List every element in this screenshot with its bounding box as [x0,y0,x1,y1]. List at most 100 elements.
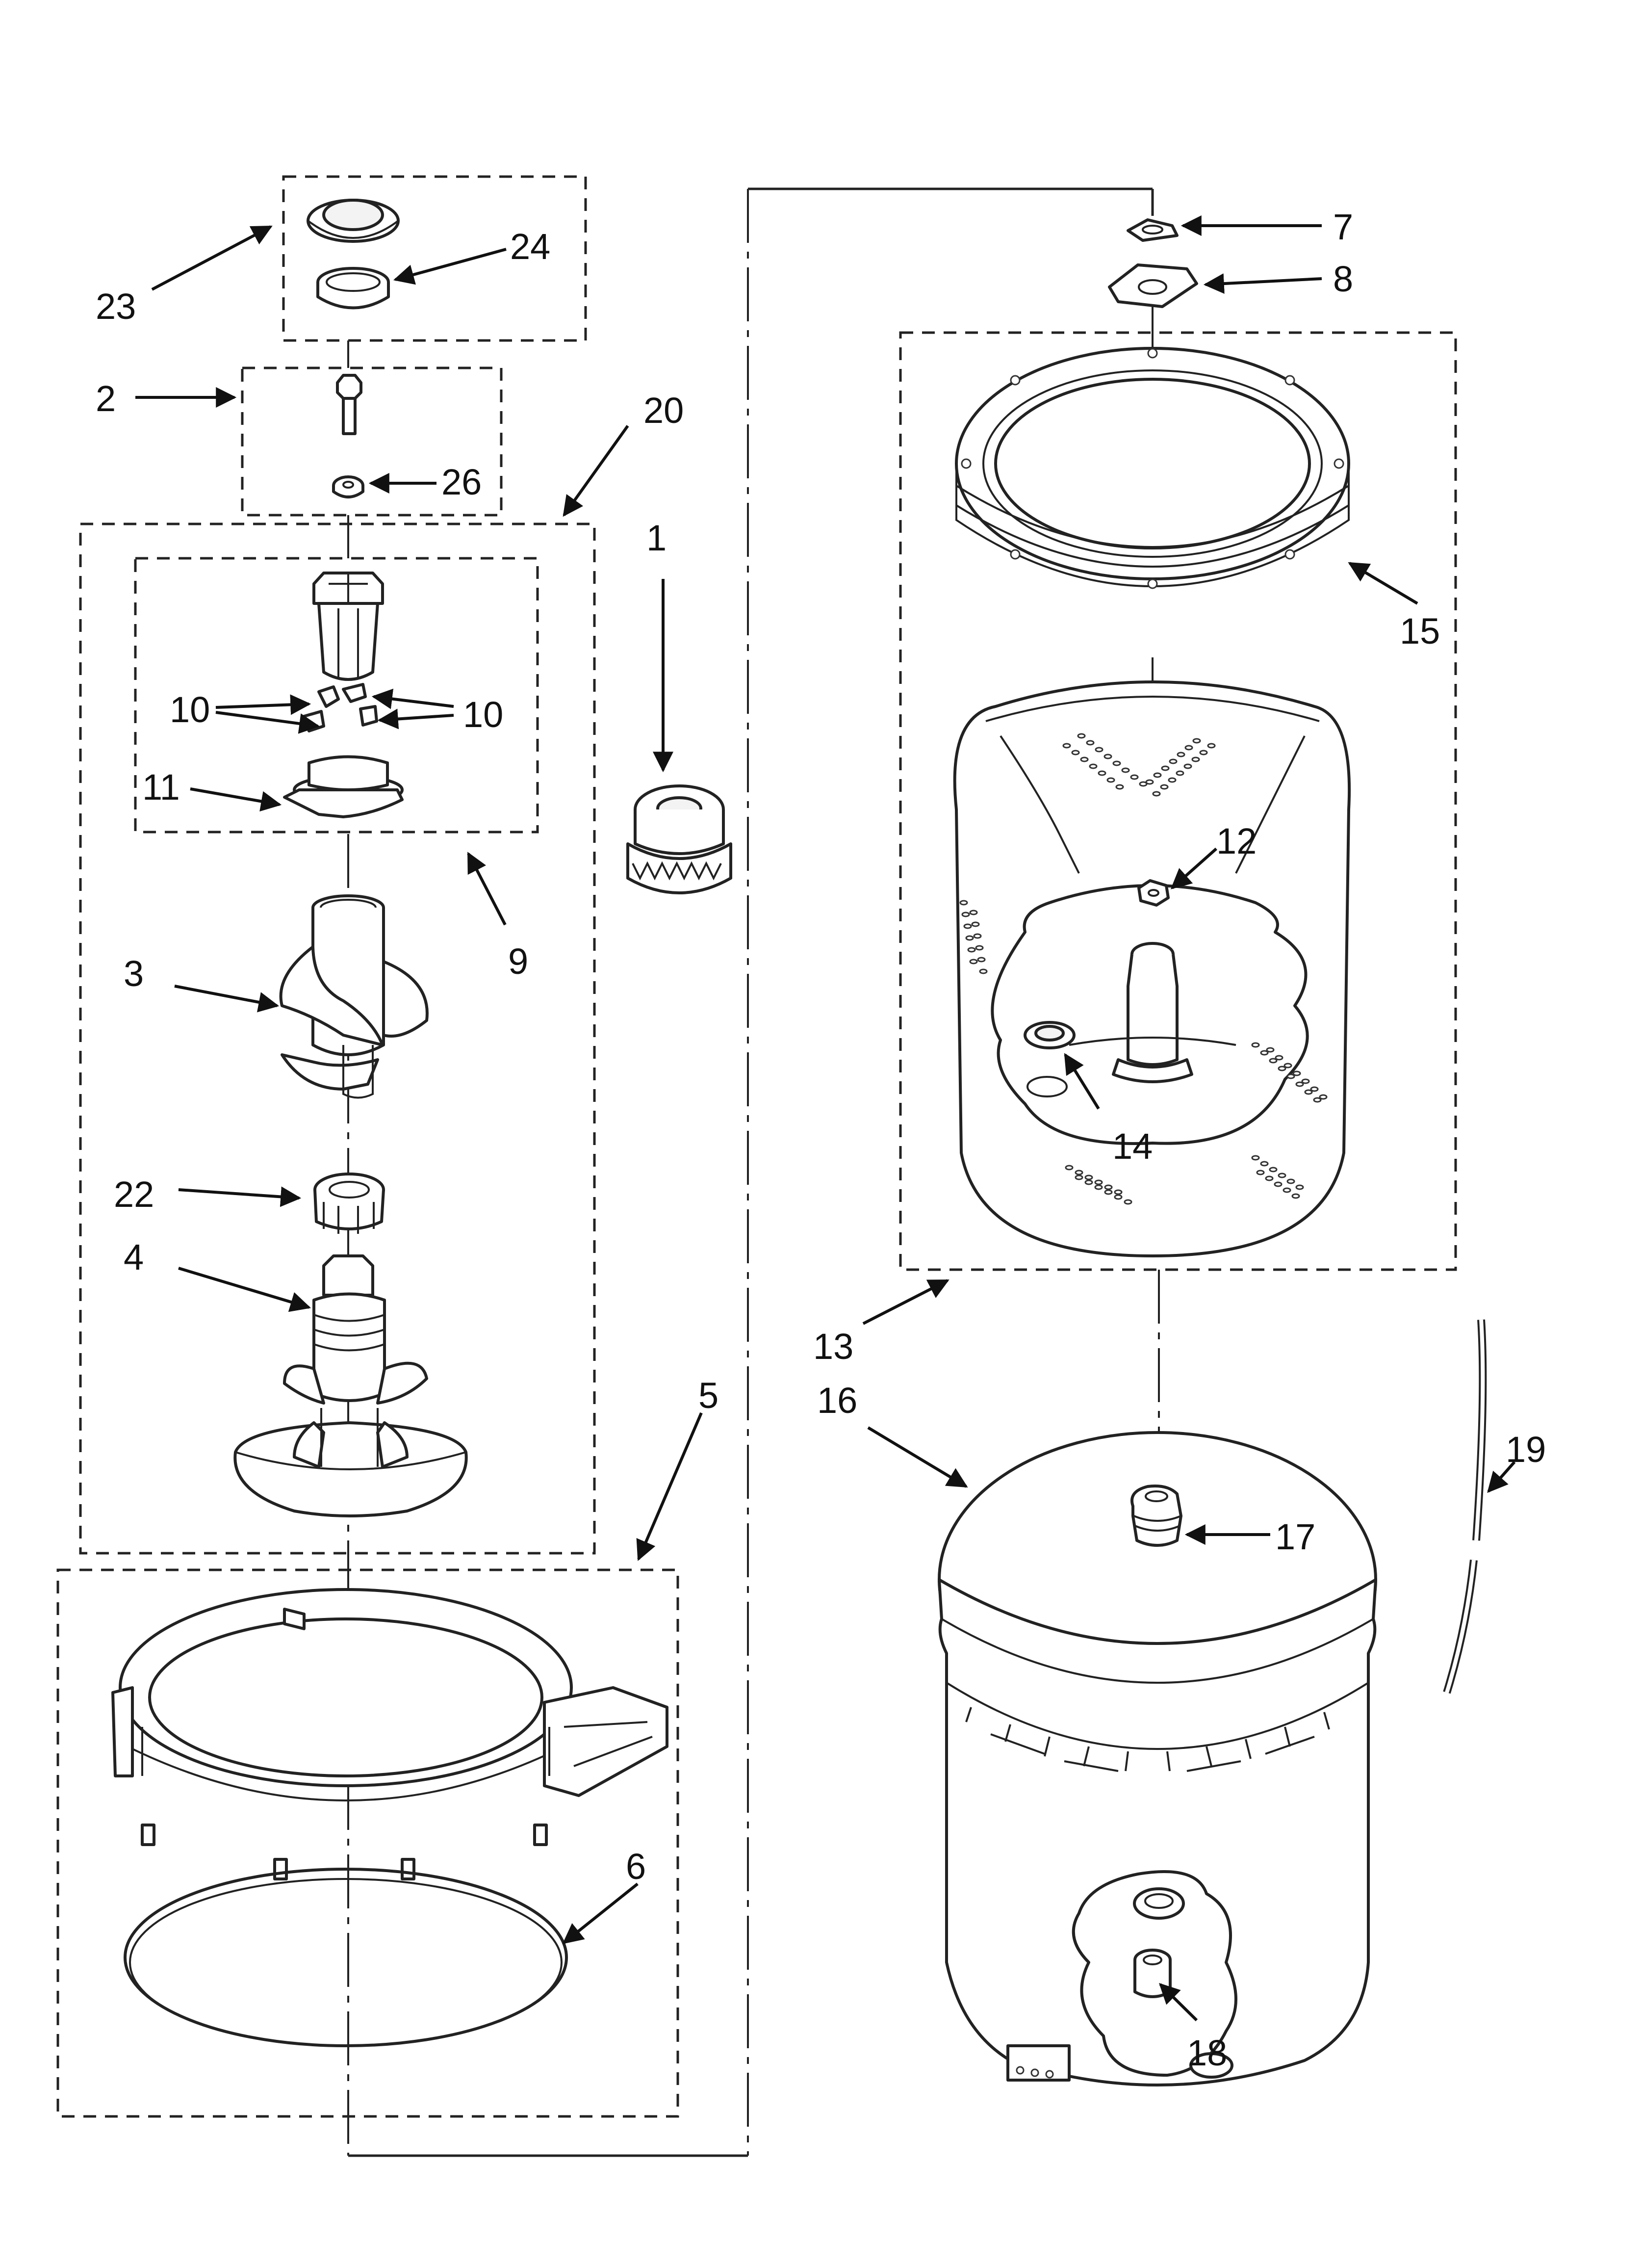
perforation-hole [959,900,968,906]
perforation-hole [1265,1175,1274,1181]
perforation-hole [1062,743,1071,749]
perforation-hole [1295,1081,1304,1087]
callout-7: 7 [1333,207,1353,247]
perforation-hole [1283,1187,1291,1193]
perforation-hole [965,935,974,941]
cam-drive-part [283,755,404,818]
group-box-bolt [241,366,503,517]
callout-23: 23 [96,286,136,327]
perforation-hole [1115,784,1124,790]
bolt-washer-part [332,475,364,498]
callout-26: 26 [441,462,482,502]
callout-14: 14 [1112,1126,1153,1167]
perforation-hole [1160,784,1169,790]
perforation-hole [977,957,986,963]
perforation-hole [1183,763,1192,769]
callout-6: 6 [626,1846,646,1887]
perforation-hole [979,968,988,974]
perforation-hole [1319,1094,1328,1100]
perforation-hole [1304,1089,1313,1095]
callout-12: 12 [1216,821,1257,861]
perforation-hole [1075,1174,1083,1180]
perforation-hole [1251,1042,1260,1048]
perforation-hole [1260,1161,1269,1167]
tub-seal-part [626,784,732,894]
perforation-hole [1286,1178,1295,1184]
perforation-hole [1184,745,1193,751]
perforation-hole [1161,765,1170,771]
perforation-hole [1169,758,1178,764]
cap-seal-ring-part [316,267,390,310]
callout-17: 17 [1275,1516,1315,1557]
callout-15: 15 [1400,611,1440,652]
perforation-hole [1104,1184,1113,1190]
perforation-hole [1310,1086,1319,1092]
perforation-hole [963,923,972,929]
perforation-hole [1071,750,1080,756]
perforation-hole [1207,743,1216,749]
callout-1: 1 [646,518,667,558]
perforation-hole [1191,756,1200,762]
basket-perforations [959,733,1328,1205]
perforation-hole [1152,791,1161,797]
perforation-hole [1139,781,1148,787]
perforation-hole [1089,763,1098,769]
perforation-hole [973,933,982,939]
spin-basket-part [953,680,1351,1257]
perforation-hole [969,959,978,965]
perforation-hole [1269,1058,1278,1064]
agitator-cap-part [307,199,400,243]
perforation-hole [1269,1167,1278,1173]
perforation-hole [1192,738,1201,744]
perforation-hole [1114,1189,1123,1195]
perforation-hole [1112,760,1121,766]
perforation-hole [1075,1170,1083,1175]
perforation-hole [1121,767,1130,773]
perforation-hole [1199,750,1208,756]
agitator-dogs-part [303,683,378,732]
callout-2: 2 [96,378,116,419]
perforation-hole [969,910,978,915]
perforation-hole [1145,779,1154,785]
perforation-hole [1080,756,1089,762]
callout-22: 22 [114,1174,154,1215]
callout-16: 16 [817,1380,857,1421]
callout-8: 8 [1333,259,1353,299]
perforation-hole [1301,1078,1310,1084]
perforation-hole [1106,777,1115,783]
pressure-hose-part [1443,1319,1487,1694]
perforation-hole [1313,1097,1322,1103]
perforation-hole [1266,1047,1275,1053]
perforation-hole [1274,1181,1283,1187]
perforation-hole [1153,772,1162,778]
callout-4: 4 [124,1237,144,1277]
perforation-hole [1094,1179,1103,1185]
perforation-hole [1278,1066,1286,1071]
perforation-hole [1256,1170,1265,1175]
perforation-hole [1295,1184,1304,1190]
callout-19: 19 [1506,1429,1546,1470]
drive-collar-part [313,1173,385,1234]
perforation-hole [971,921,980,927]
callout-11: 11 [142,767,180,808]
callout-3: 3 [124,953,144,994]
perforation-hole [1130,774,1139,780]
perforation-hole [1084,1174,1093,1180]
perforation-hole [1086,740,1095,746]
perforation-hole [1283,1063,1292,1069]
callout-18: 18 [1187,2033,1227,2073]
callout-10-right: 10 [463,694,503,735]
basket-retainer-part [1108,263,1198,308]
agitator-auger-part [279,894,429,1099]
perforation-hole [1291,1193,1300,1199]
perforation-hole [1275,1055,1283,1061]
perforation-hole [1177,752,1185,757]
cam-assembly-part [312,572,384,681]
perforation-hole [967,947,976,953]
basket-drive-hub-part [1137,879,1170,907]
balance-ring-part [955,347,1350,589]
perforation-hole [1260,1050,1269,1056]
perforation-hole [1124,1199,1132,1205]
perforation-hole [1084,1179,1093,1185]
